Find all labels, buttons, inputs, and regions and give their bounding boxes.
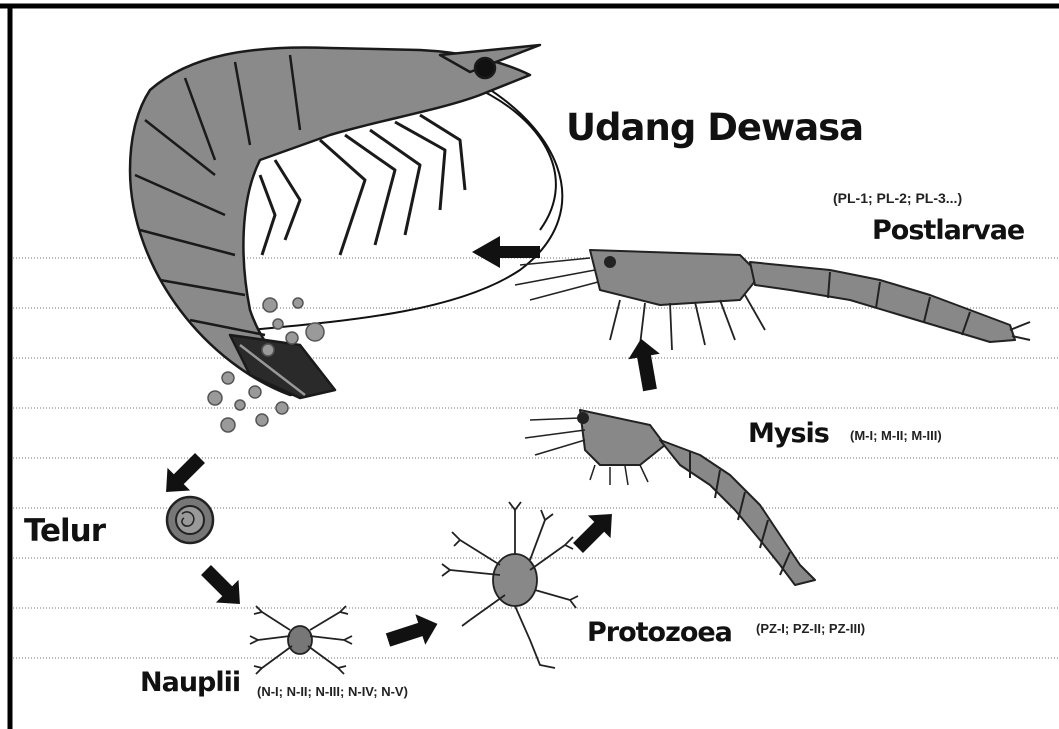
label-postlarvae-stages: (PL-1; PL-2; PL-3...)	[833, 190, 962, 206]
label-mysis-stages: (M-I; M-II; M-III)	[850, 428, 942, 443]
label-udang-dewasa: Udang Dewasa	[566, 106, 863, 149]
label-postlarvae: Postlarvae	[872, 215, 1024, 246]
label-protozoea: Protozoea	[587, 617, 732, 648]
egg-illustration	[167, 497, 213, 543]
label-protozoea-stages: (PZ-I; PZ-II; PZ-III)	[756, 621, 865, 636]
label-nauplii-stages: (N-I; N-II; N-III; N-IV; N-V)	[257, 684, 408, 699]
label-telur: Telur	[24, 513, 105, 549]
label-nauplii: Nauplii	[140, 667, 240, 698]
label-mysis: Mysis	[748, 418, 829, 449]
